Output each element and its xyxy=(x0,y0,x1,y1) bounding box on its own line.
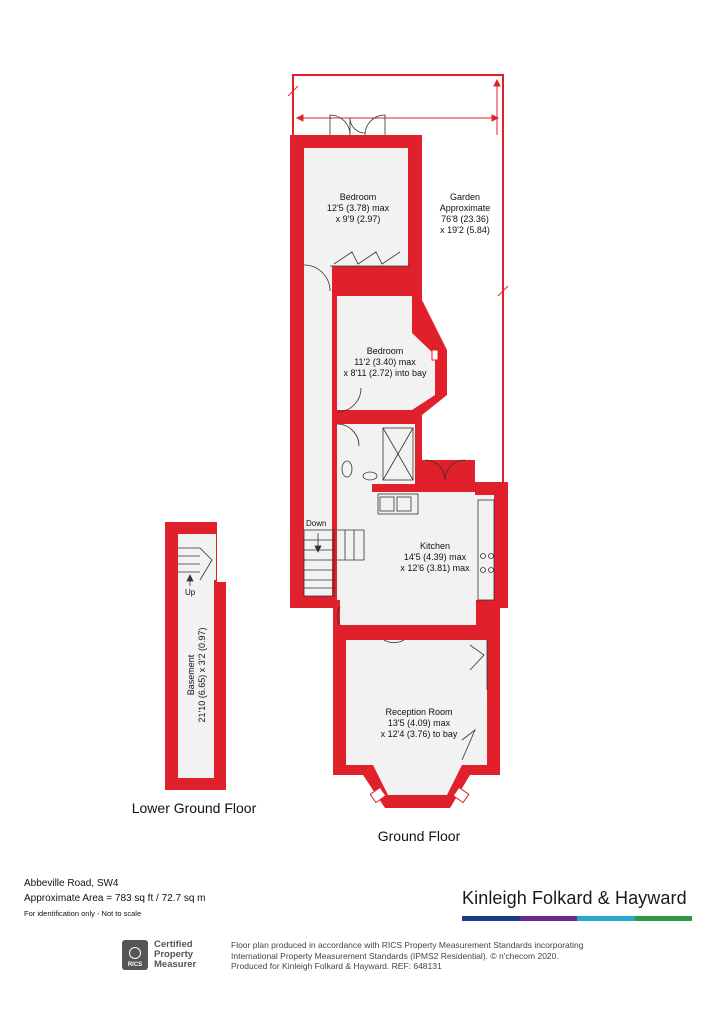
kitchen-dim2: x 12'6 (3.81) max xyxy=(400,563,470,573)
rics-badge-text: RICS xyxy=(127,962,143,968)
garden-dim1: 76'8 (23.36) xyxy=(441,214,489,224)
garden-dimension-arrows xyxy=(287,78,509,297)
rics-logo: RICS xyxy=(122,940,148,970)
garden-dim2: x 19'2 (5.84) xyxy=(440,225,490,235)
bedroom2-dim1: 11'2 (3.40) max xyxy=(354,357,416,367)
rics-line-1: Certified xyxy=(154,939,193,950)
bedroom1-dim2: x 9'9 (2.97) xyxy=(336,214,381,224)
rics-line-3: Measurer xyxy=(154,959,197,970)
garden-boundary xyxy=(292,74,504,483)
scale-note: For identification only - Not to scale xyxy=(24,909,142,918)
kitchen-dim1: 14'5 (4.39) max xyxy=(404,552,467,562)
stairs-down-label: Down xyxy=(306,519,326,528)
agency-brand: Kinleigh Folkard & Hayward xyxy=(462,888,687,908)
basement-walls xyxy=(165,522,226,790)
brand-color-1 xyxy=(462,916,520,921)
approximate-area: Approximate Area = 783 sq ft / 72.7 sq m xyxy=(24,893,206,904)
brand-color-bar xyxy=(462,916,692,921)
brand-color-3 xyxy=(577,916,635,921)
kitchen-name: Kitchen xyxy=(420,541,450,551)
globe-icon xyxy=(129,947,141,959)
rics-certification: RICS Certified Property Measurer xyxy=(122,939,220,971)
bedroom1-dim1: 12'5 (3.78) max xyxy=(327,203,390,213)
bedroom2-dim2: x 8'11 (2.72) into bay xyxy=(343,368,427,378)
ground-floor-walls xyxy=(290,135,508,808)
ground-floor-fixtures xyxy=(303,114,495,761)
disclaimer-line-1: Floor plan produced in accordance with R… xyxy=(231,940,584,950)
disclaimer: Floor plan produced in accordance with R… xyxy=(231,940,611,972)
disclaimer-line-3: Produced for Kinleigh Folkard & Hayward.… xyxy=(231,961,442,971)
reception-name: Reception Room xyxy=(385,707,452,717)
reception-floor xyxy=(346,640,487,795)
property-address: Abbeville Road, SW4 xyxy=(24,878,119,889)
garden-name: Garden xyxy=(450,192,480,202)
basement-stairs xyxy=(178,547,213,586)
brand-color-4 xyxy=(634,916,692,921)
lower-ground-floor-title: Lower Ground Floor xyxy=(132,800,257,816)
bedroom1-floor xyxy=(304,148,408,266)
ground-floor-title: Ground Floor xyxy=(378,828,461,844)
bathroom-floor xyxy=(337,424,415,484)
rics-line-2: Property xyxy=(154,949,194,960)
stairs-up-label: Up xyxy=(185,588,196,597)
bedroom1-name: Bedroom xyxy=(340,192,377,202)
disclaimer-line-2: International Property Measurement Stand… xyxy=(231,950,559,961)
brand-color-2 xyxy=(519,916,577,921)
bedroom2-name: Bedroom xyxy=(367,346,404,356)
basement-name: Basement xyxy=(186,654,196,695)
reception-dim1: 13'5 (4.09) max xyxy=(388,718,451,728)
garden-approx: Approximate xyxy=(440,203,491,213)
reception-dim2: x 12'4 (3.76) to bay xyxy=(381,729,458,739)
kitchen-floor xyxy=(337,484,494,625)
bedroom2-floor xyxy=(337,296,435,410)
basement-dims: 21'10 (6.65) x 3'2 (0.97) xyxy=(197,628,207,723)
